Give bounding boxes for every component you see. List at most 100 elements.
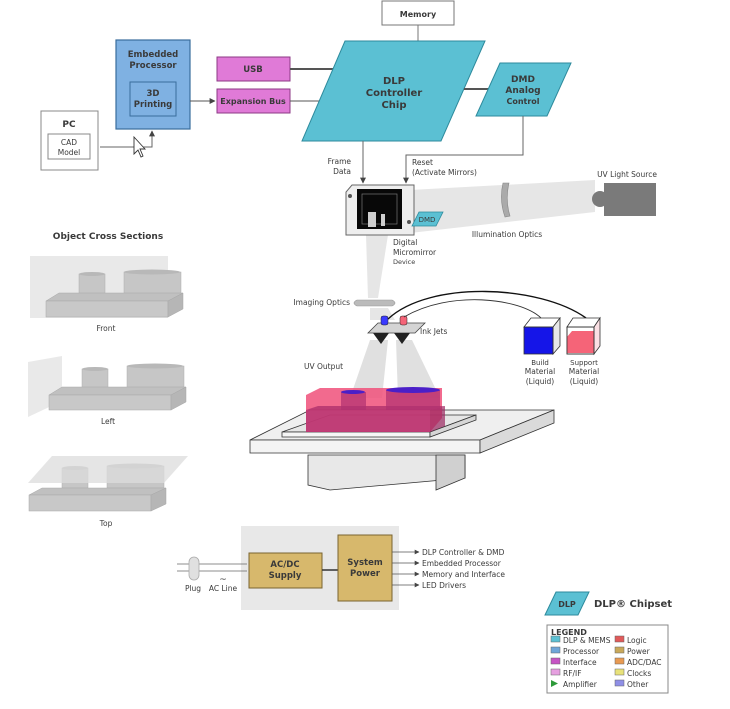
uv-output-beam-left <box>350 340 388 398</box>
legend-label: RF/IF <box>563 669 582 678</box>
legend-item: Processor <box>550 646 600 656</box>
frame-data-line1: Frame <box>328 157 352 166</box>
expansion-bus-block: Expansion Bus <box>216 88 291 114</box>
cross-section-front <box>30 256 184 318</box>
support-material-line1: Support <box>570 359 598 367</box>
pc-label: PC <box>62 120 76 130</box>
legend-item: DLP & MEMS <box>550 635 611 645</box>
chipset-label: DLP® Chipset <box>594 599 672 610</box>
ink-jets: Ink Jets <box>367 315 447 344</box>
build-material-line1: Build <box>531 359 549 367</box>
memory-block: Memory <box>381 0 455 26</box>
printed-object <box>306 387 445 432</box>
acdc-line2: Supply <box>269 571 302 581</box>
legend-label: Processor <box>563 647 600 656</box>
dmd-analog-line2: Analog <box>505 86 540 96</box>
cad-model-line2: Model <box>58 148 81 157</box>
build-material-line3: (Liquid) <box>526 377 555 386</box>
legend-swatch <box>614 635 625 643</box>
support-material-container: Support Material (Liquid) <box>566 316 601 386</box>
legend-swatch <box>550 668 561 676</box>
embedded-processor-line2: Processor <box>129 61 177 71</box>
build-feed-line <box>403 299 542 319</box>
dlp-controller-line1: DLP <box>383 76 405 87</box>
legend-label: Interface <box>563 658 597 667</box>
legend-item: Clocks <box>614 668 651 678</box>
system-power-block: System Power <box>337 534 393 602</box>
reset-arrow <box>403 116 524 184</box>
plug-icon <box>188 556 200 581</box>
illumination-lens-icon <box>501 182 511 218</box>
amplifier-icon <box>551 680 558 687</box>
dlp-chipset-badge: DLP DLP® Chipset <box>544 591 672 616</box>
ac-line-label: AC Line <box>209 584 238 593</box>
reset-line1: Reset <box>412 158 433 167</box>
expansion-bus-label: Expansion Bus <box>220 97 286 106</box>
legend-item: Amplifier <box>551 680 598 689</box>
dlp-controller-line2: Controller <box>366 88 423 99</box>
legend-label: Amplifier <box>563 680 598 689</box>
legend-swatch <box>614 646 625 654</box>
acdc-supply-block: AC/DC Supply <box>248 552 323 589</box>
ac-symbol: ~ <box>219 575 227 585</box>
acdc-line1: AC/DC <box>270 560 299 570</box>
power-output-4: LED Drivers <box>422 581 466 590</box>
cross-section-left-label: Left <box>101 417 115 426</box>
dmd-device: DMD <box>345 184 444 236</box>
legend-label: ADC/DAC <box>627 658 662 667</box>
system-power-line1: System <box>347 558 383 568</box>
embedded-processor-block: Embedded Processor 3D Printing <box>115 39 191 130</box>
legend-item: Logic <box>614 635 647 645</box>
usb-block: USB <box>216 56 291 82</box>
embedded-processor-line1: Embedded <box>128 50 179 60</box>
plug-label: Plug <box>185 584 201 593</box>
dmd-analog-line1: DMD <box>511 75 535 85</box>
3d-printing-line1: 3D <box>147 89 160 99</box>
cross-section-top <box>28 456 188 512</box>
uv-light-source: UV Light Source <box>592 170 657 216</box>
uv-output-beam-right <box>396 340 440 398</box>
legend-title: LEGEND <box>551 628 587 637</box>
cad-model-block <box>47 133 91 160</box>
legend-label: Other <box>627 680 649 689</box>
dmd-analog-line3: Control <box>506 97 539 106</box>
legend-swatch <box>550 635 561 643</box>
legend-label: Power <box>627 647 651 656</box>
dmd-tag <box>411 211 444 227</box>
pc-to-processor-arrow <box>100 130 155 148</box>
legend-label: Clocks <box>627 669 651 678</box>
usb-label: USB <box>243 65 263 75</box>
cross-section-front-label: Front <box>97 324 116 333</box>
dmd-analog-control: DMD Analog Control <box>475 62 572 117</box>
legend-swatch <box>614 679 625 687</box>
support-material-line3: (Liquid) <box>570 377 599 386</box>
legend-item: RF/IF <box>550 668 582 678</box>
power-output-1: DLP Controller & DMD <box>422 548 505 557</box>
legend-label: Logic <box>627 636 647 645</box>
legend-item: Other <box>614 679 649 689</box>
imaging-lens-icon <box>353 299 396 307</box>
build-material-container: Build Material (Liquid) <box>523 316 561 386</box>
legend-item: ADC/DAC <box>614 657 662 667</box>
3d-printing-line2: Printing <box>134 100 173 110</box>
power-output-3: Memory and Interface <box>422 570 505 579</box>
uv-output-label: UV Output <box>304 362 343 371</box>
legend-swatch <box>550 657 561 665</box>
support-feed-line <box>387 290 587 320</box>
legend-swatch <box>550 646 561 654</box>
cross-section-left <box>28 356 187 417</box>
dmd-device-line2: Micromirror <box>393 248 437 257</box>
dlp-controller-chip: DLP Controller Chip <box>301 40 486 142</box>
pc-block: PC CAD Model <box>40 110 99 171</box>
dmd-device-line1: Digital <box>393 238 417 247</box>
illumination-optics-label: Illumination Optics <box>472 230 542 239</box>
power-outputs: DLP Controller & DMD Embedded Processor … <box>392 548 505 590</box>
dmd-device-line3: Device <box>393 258 415 266</box>
build-nozzle <box>380 315 389 326</box>
dmd-output-beam <box>366 235 388 298</box>
power-output-2: Embedded Processor <box>422 559 502 568</box>
support-material-line2: Material <box>569 367 599 376</box>
frame-data-line2: Data <box>333 167 351 176</box>
